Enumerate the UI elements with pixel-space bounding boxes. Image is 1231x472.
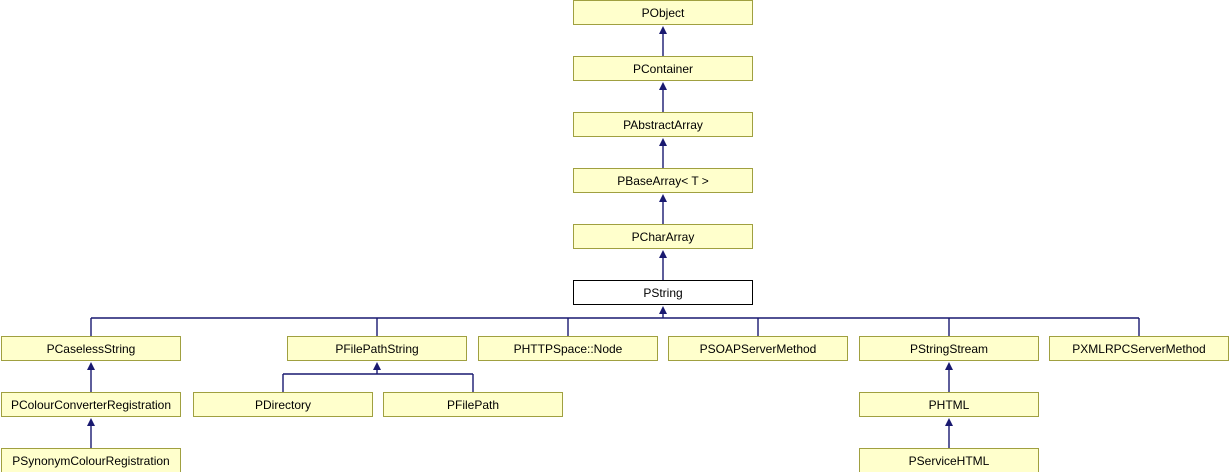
class-node-label: PContainer: [632, 61, 694, 76]
class-node-pdirectory[interactable]: PDirectory: [193, 392, 373, 417]
arrowhead-bus-pfilepathstring-bus: [373, 362, 381, 370]
class-node-label: PSynonymColourRegistration: [12, 453, 170, 468]
class-node-pchararray[interactable]: PCharArray: [573, 224, 753, 249]
arrowhead-pabstractarray-to-pcontainer: [659, 82, 667, 90]
class-node-label: PObject: [641, 5, 685, 20]
class-node-pfilepath[interactable]: PFilePath: [383, 392, 563, 417]
class-node-pbasearray[interactable]: PBaseArray< T >: [573, 168, 753, 193]
class-node-label: PAbstractArray: [623, 117, 703, 132]
class-node-pstringstream[interactable]: PStringStream: [859, 336, 1039, 361]
class-node-label: PBaseArray< T >: [617, 173, 709, 188]
class-node-label: PSOAPServerMethod: [699, 341, 817, 356]
class-node-psynonymcolourregistration[interactable]: PSynonymColourRegistration: [1, 448, 181, 472]
arrowhead-pservicehtml-to-phtml: [945, 418, 953, 426]
class-node-label: PHTML: [928, 397, 970, 412]
class-node-pcolourconverterregistration[interactable]: PColourConverterRegistration: [1, 392, 181, 417]
class-node-psoapservermethod[interactable]: PSOAPServerMethod: [668, 336, 848, 361]
class-node-pcaselessstring[interactable]: PCaselessString: [1, 336, 181, 361]
class-node-phtml[interactable]: PHTML: [859, 392, 1039, 417]
class-node-label: PColourConverterRegistration: [10, 397, 172, 412]
arrowhead-psynonymcolourregistration-to-pcolourconverterregistration: [87, 418, 95, 426]
arrowhead-bus-pstring-bus: [659, 306, 667, 314]
class-node-label: PFilePath: [446, 397, 500, 412]
class-node-label: PHTTPSpace::Node: [513, 341, 623, 356]
class-node-label: PString: [643, 285, 683, 300]
class-node-label: PCaselessString: [46, 341, 136, 356]
class-node-pstring[interactable]: PString: [573, 280, 753, 305]
class-node-pcontainer[interactable]: PContainer: [573, 56, 753, 81]
class-node-pxmlrpcservermethod[interactable]: PXMLRPCServerMethod: [1049, 336, 1229, 361]
class-node-pservicehtml[interactable]: PServiceHTML: [859, 448, 1039, 472]
class-node-label: PFilePathString: [335, 341, 419, 356]
class-node-label: PXMLRPCServerMethod: [1072, 341, 1206, 356]
arrowhead-phtml-to-pstringstream: [945, 362, 953, 370]
class-node-pobject[interactable]: PObject: [573, 0, 753, 25]
class-node-label: PDirectory: [254, 397, 311, 412]
arrowhead-pbasearray-to-pabstractarray: [659, 138, 667, 146]
arrowhead-pcontainer-to-pobject: [659, 26, 667, 34]
class-node-label: PStringStream: [909, 341, 989, 356]
class-node-phttpspacenode[interactable]: PHTTPSpace::Node: [478, 336, 658, 361]
class-node-label: PServiceHTML: [908, 453, 990, 468]
class-node-label: PCharArray: [631, 229, 695, 244]
arrowhead-pstring-to-pchararray: [659, 250, 667, 258]
arrowhead-pchararray-to-pbasearray: [659, 194, 667, 202]
class-node-pabstractarray[interactable]: PAbstractArray: [573, 112, 753, 137]
arrowhead-pcolourconverterregistration-to-pcaselessstring: [87, 362, 95, 370]
class-node-pfilepathstring[interactable]: PFilePathString: [287, 336, 467, 361]
